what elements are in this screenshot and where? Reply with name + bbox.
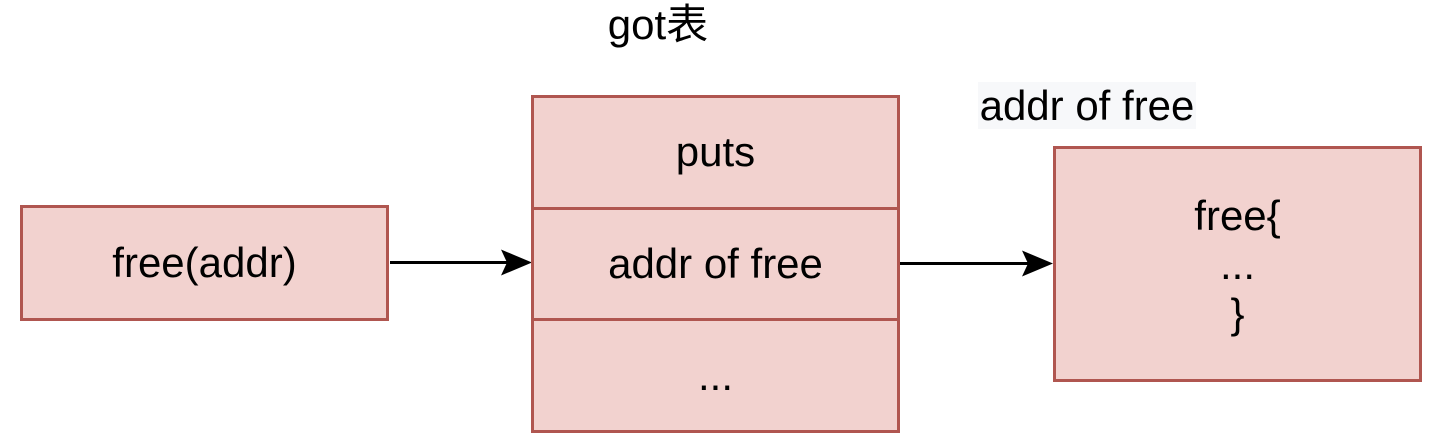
got-table-title: got表 (607, 1, 709, 48)
got-table-row-addr-of-free: addr of free (534, 206, 897, 319)
got-row-label: puts (675, 128, 756, 176)
free-box-line-close: } (1230, 289, 1245, 337)
got-row-label: addr of free (608, 240, 823, 287)
arrow-head (501, 249, 532, 276)
arrow-got-to-free-icon (900, 250, 1053, 277)
free-function-box: free{ ... } (1053, 146, 1422, 382)
got-table-row-puts: puts (534, 98, 897, 207)
got-row-label: ... (697, 351, 733, 399)
arrow-label-addr-of-free: addr of free (978, 82, 1196, 129)
arrow-head (1022, 250, 1053, 277)
free-box-line-body: ... (1219, 240, 1255, 288)
caller-box: free(addr) (20, 205, 389, 321)
caller-box-label: free(addr) (112, 239, 297, 286)
got-table-row-ellipsis: ... (534, 318, 897, 430)
free-box-line-open: free{ (1194, 191, 1281, 239)
got-table: puts addr of free ... (531, 95, 900, 433)
arrow-caller-to-got-icon (390, 249, 532, 276)
